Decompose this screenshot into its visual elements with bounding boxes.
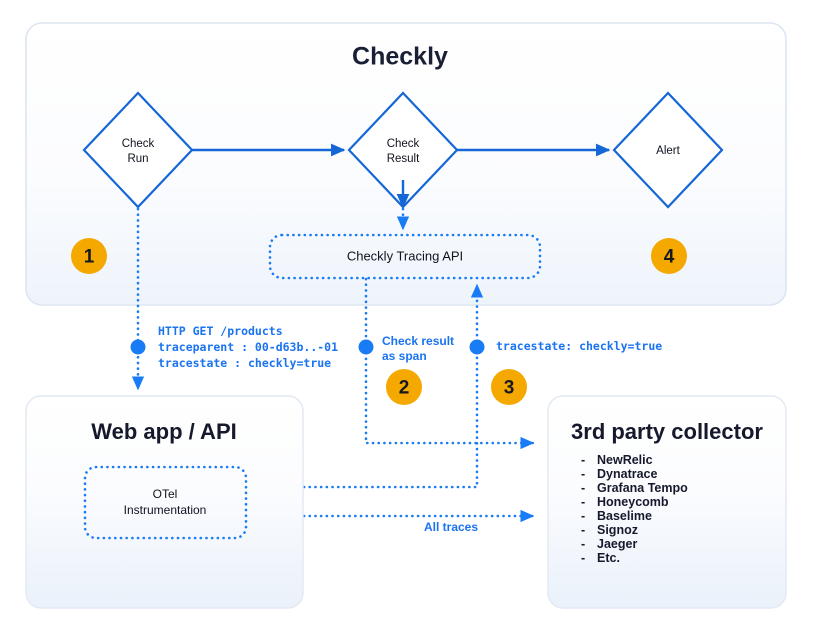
list-item: - Etc.	[581, 551, 620, 565]
badge-1-number: 1	[84, 247, 95, 268]
check-run-diamond	[82, 91, 194, 209]
badge-4: 4	[651, 238, 687, 274]
check-result-label-line1: Check	[387, 138, 420, 150]
otel-label-line2: Instrumentation	[124, 503, 207, 517]
collector-panel-background	[547, 395, 787, 609]
list-bullet: -	[581, 551, 585, 565]
collector-item-2: Grafana Tempo	[597, 481, 688, 495]
annotation-all-traces: All traces	[424, 520, 478, 534]
collector-item-3: Honeycomb	[597, 495, 669, 509]
list-bullet: -	[581, 467, 585, 481]
node-check-run[interactable]: Check Run	[82, 91, 194, 209]
collector-list: - NewRelic - Dynatrace - Grafana Tempo -…	[581, 453, 688, 565]
collector-panel: 3rd party collector - NewRelic - Dynatra…	[547, 395, 787, 609]
badge-4-circle	[651, 238, 687, 274]
web-app-panel-background	[25, 395, 304, 609]
list-item: - Dynatrace	[581, 467, 657, 481]
annotation-http-get: HTTP GET /products	[158, 324, 283, 338]
flow-dot-2	[358, 339, 374, 355]
badge-1: 1	[71, 238, 107, 274]
tracing-api-label: Checkly Tracing API	[347, 248, 463, 263]
annotation-check-result-line2: as span	[382, 349, 427, 363]
badge-3-number: 3	[504, 378, 515, 399]
web-app-title: Web app / API	[91, 419, 236, 444]
collector-item-5: Signoz	[597, 523, 638, 537]
badge-2-circle	[386, 369, 422, 405]
tracing-api-outline	[268, 233, 542, 280]
annotation-outgoing-request: HTTP GET /products traceparent : 00-d63b…	[158, 324, 338, 370]
flow-tracing-api-to-collector	[364, 277, 535, 450]
check-run-label-line1: Check	[122, 138, 155, 150]
list-item: - Honeycomb	[581, 495, 669, 509]
list-bullet: -	[581, 509, 585, 523]
badge-4-number: 4	[664, 247, 675, 268]
flow-dot-1	[130, 339, 146, 355]
checkly-panel-title: Checkly	[352, 43, 448, 71]
list-item: - Baselime	[581, 509, 652, 523]
node-alert[interactable]: Alert	[612, 91, 724, 209]
checkly-tracing-api-box[interactable]: Checkly Tracing API	[268, 233, 542, 280]
annotation-tracestate-request: tracestate : checkly=true	[158, 356, 331, 370]
list-item: - Jaeger	[581, 537, 637, 551]
check-result-label-line2: Result	[387, 153, 420, 165]
otel-label-line1: OTel	[153, 487, 178, 501]
badge-3: 3	[491, 369, 527, 405]
collector-title: 3rd party collector	[571, 419, 763, 444]
collector-item-4: Baselime	[597, 509, 652, 523]
list-bullet: -	[581, 495, 585, 509]
list-bullet: -	[581, 523, 585, 537]
collector-item-7: Etc.	[597, 551, 620, 565]
badge-3-circle	[491, 369, 527, 405]
badge-2: 2	[386, 369, 422, 405]
annotation-traceparent: traceparent : 00-d63b..-01	[158, 340, 338, 354]
web-app-panel: Web app / API OTel Instrumentation	[25, 395, 304, 609]
collector-item-1: Dynatrace	[597, 467, 657, 481]
check-run-label-line2: Run	[127, 153, 148, 165]
list-item: - NewRelic	[581, 453, 653, 467]
alert-label: Alert	[656, 145, 680, 157]
list-bullet: -	[581, 537, 585, 551]
otel-instrumentation-box[interactable]	[83, 465, 248, 540]
annotation-check-result-line1: Check result	[382, 334, 454, 348]
list-bullet: -	[581, 481, 585, 495]
collector-item-0: NewRelic	[597, 453, 653, 467]
alert-diamond	[612, 91, 724, 209]
flow-dot-3	[469, 339, 485, 355]
annotation-tracestate-collector: tracestate: checkly=true	[496, 339, 662, 353]
list-item: - Signoz	[581, 523, 638, 537]
list-item: - Grafana Tempo	[581, 481, 688, 495]
list-bullet: -	[581, 453, 585, 467]
node-check-result[interactable]: Check Result	[347, 91, 459, 209]
badge-1-circle	[71, 238, 107, 274]
badge-2-number: 2	[399, 378, 410, 399]
collector-item-6: Jaeger	[597, 537, 637, 551]
annotation-check-result-span: Check result as span	[382, 334, 454, 363]
